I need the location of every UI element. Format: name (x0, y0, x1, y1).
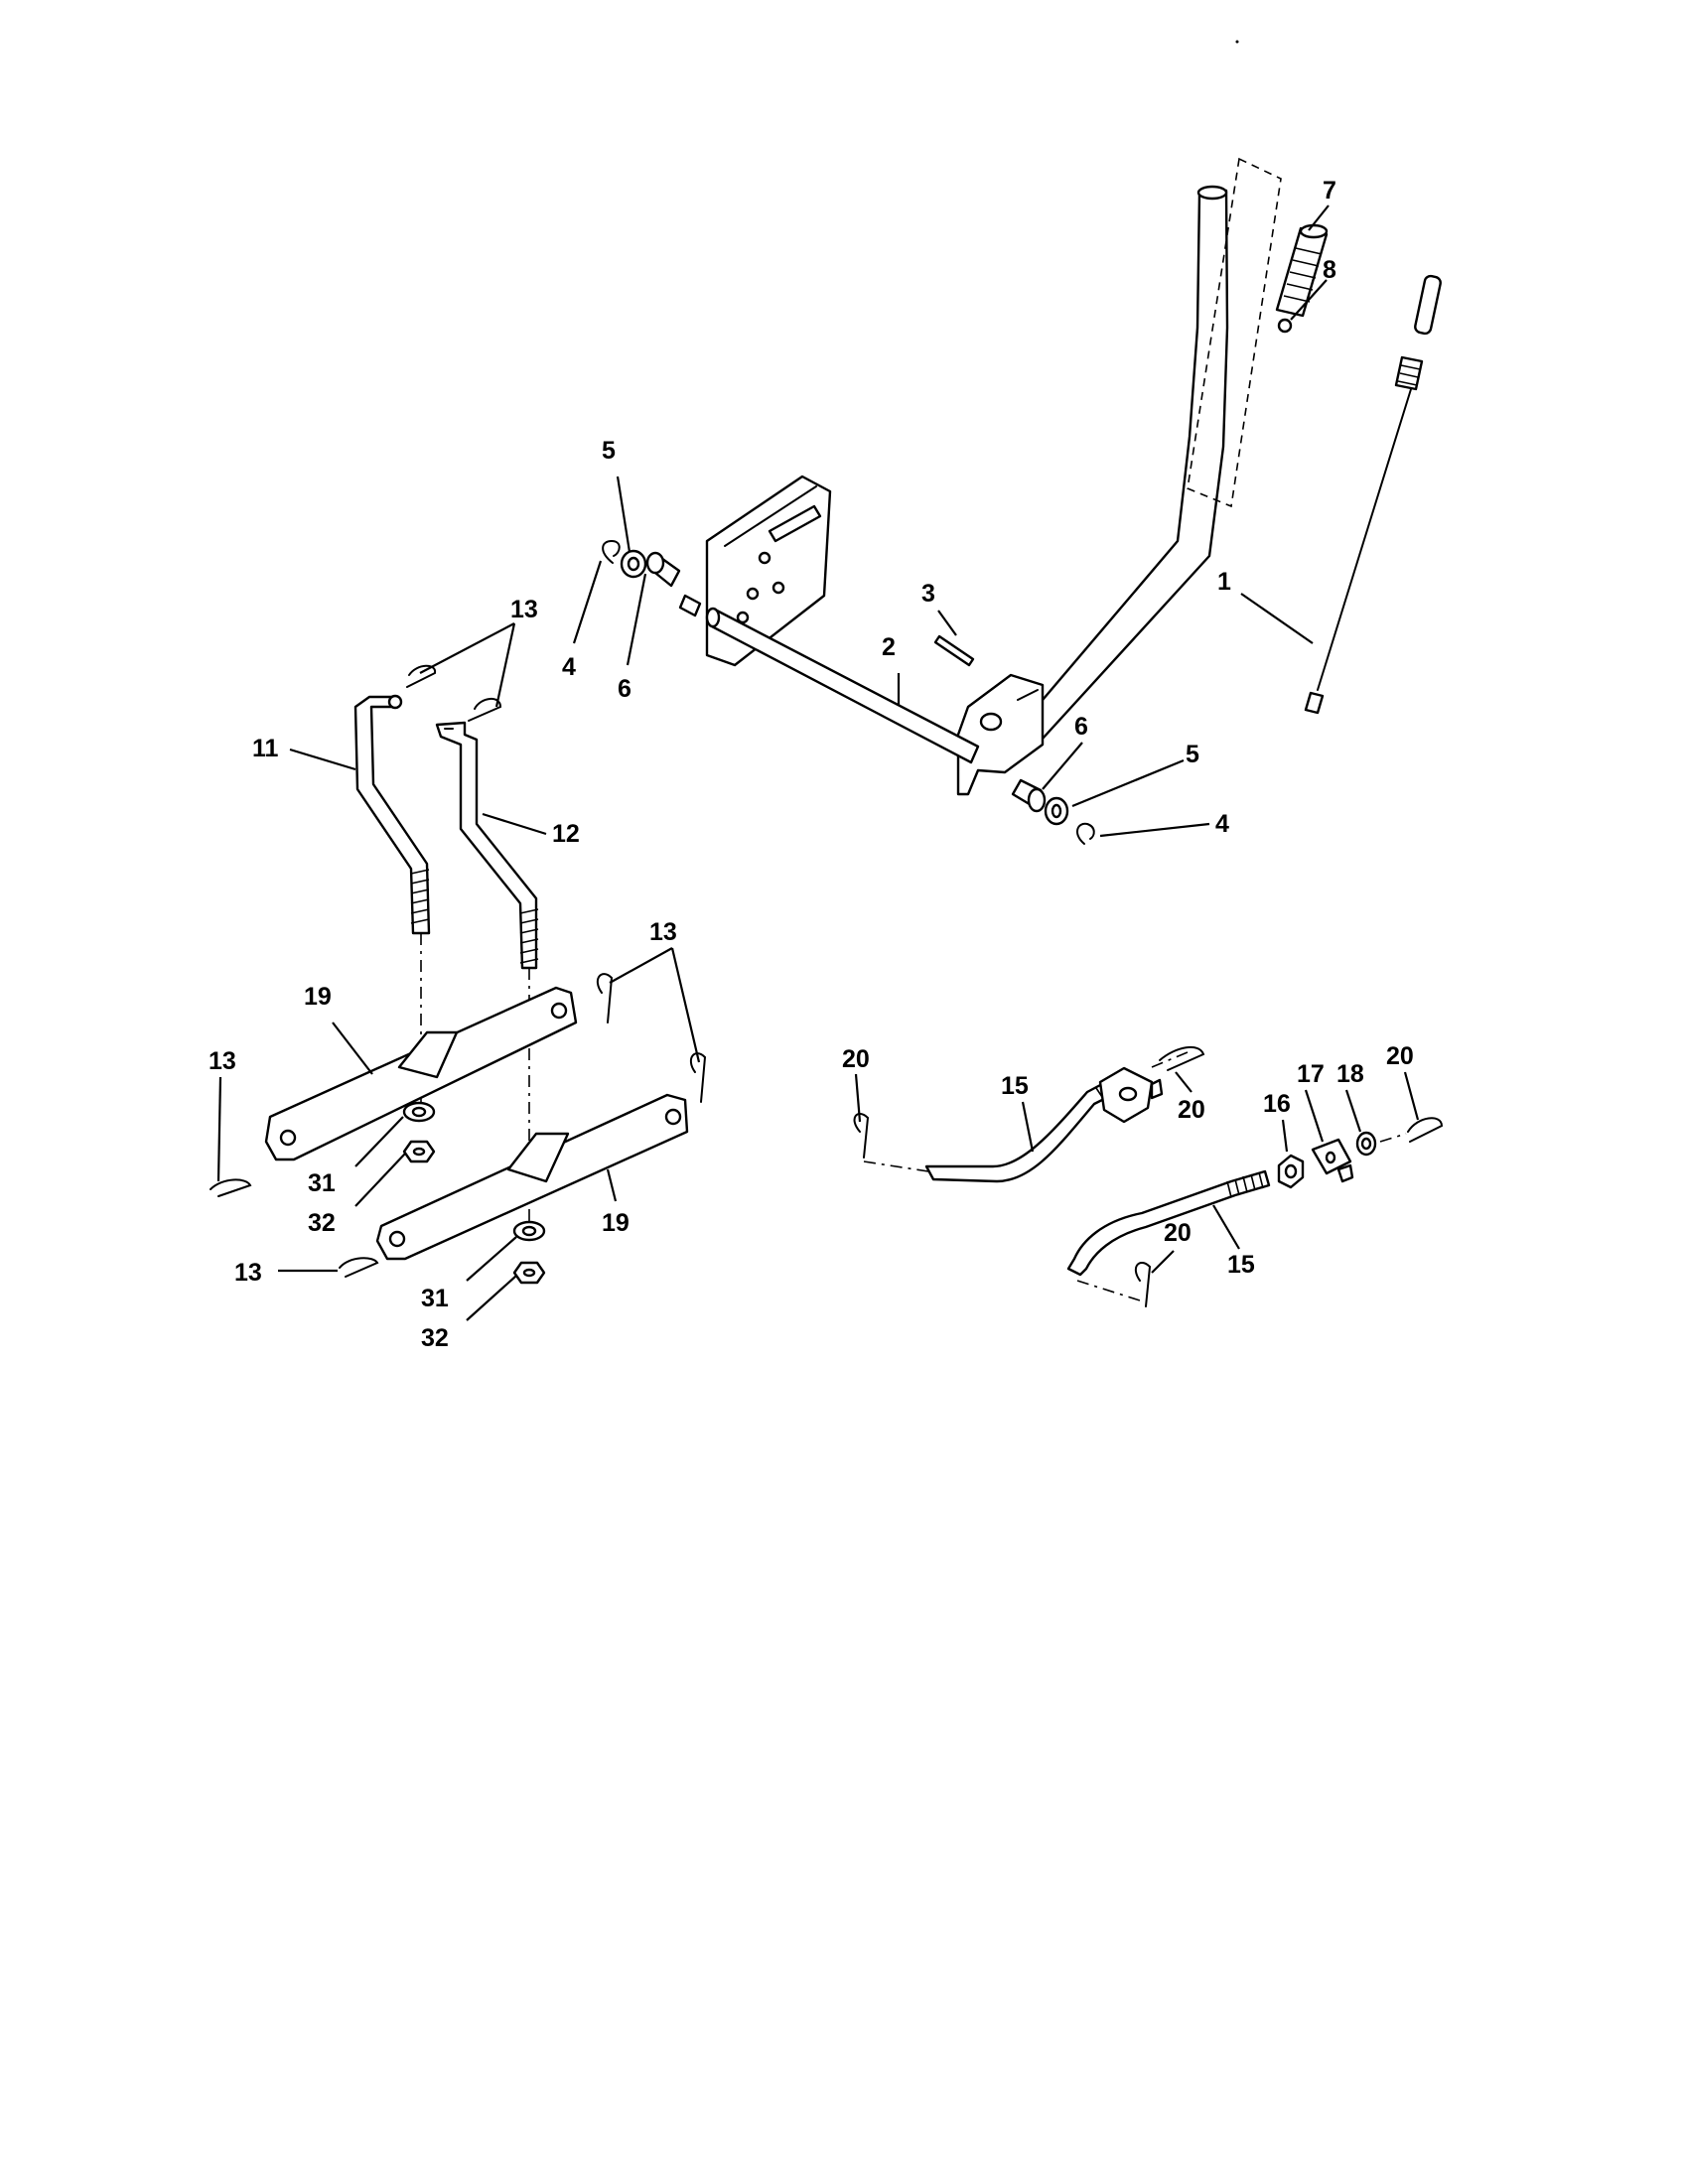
spacer-upper (402, 1101, 436, 1123)
callout-32: 32 (421, 1324, 449, 1352)
callout-6: 6 (618, 675, 632, 703)
callout-13: 13 (209, 1047, 236, 1075)
hairpin-clip-bottom (339, 1257, 379, 1278)
handle-grip (1275, 223, 1329, 318)
nut-upper (402, 1140, 436, 1163)
hairpin-clip-mid-a (596, 973, 614, 1024)
callout-12: 12 (552, 820, 580, 848)
grip-location-outline (1187, 157, 1282, 508)
lift-link-right (435, 721, 539, 970)
trunnion-washer (1355, 1131, 1377, 1157)
callout-13: 13 (510, 596, 538, 623)
callout-20: 20 (1164, 1219, 1192, 1247)
callout-2: 2 (882, 633, 896, 661)
hairpin-clip-rod-left (853, 1113, 870, 1159)
lift-handle (956, 185, 1229, 796)
hairpin-clip-mid-b (689, 1052, 707, 1103)
spacer-lower (512, 1220, 546, 1242)
callout-4: 4 (562, 653, 576, 681)
callout-32: 32 (308, 1209, 336, 1237)
callout-5: 5 (602, 437, 616, 465)
callout-19: 19 (304, 983, 332, 1011)
hairpin-clip-rod-bottom (1134, 1262, 1152, 1307)
hairpin-clip-rod-top (1159, 1045, 1205, 1071)
cross-shaft-assembly (678, 475, 980, 764)
washer-left (620, 549, 647, 579)
callout-17: 17 (1297, 1060, 1325, 1088)
stray-dot (1235, 40, 1239, 44)
callout-15: 15 (1001, 1072, 1029, 1100)
callout-11: 11 (252, 735, 279, 762)
callout-8: 8 (1323, 256, 1336, 284)
lift-link-left (353, 694, 431, 935)
leader-lines (216, 205, 1420, 1321)
bushing-left (645, 551, 681, 588)
callout-16: 16 (1263, 1090, 1291, 1118)
callout-31: 31 (421, 1285, 449, 1312)
callout-13: 13 (234, 1259, 262, 1287)
washer-right (1044, 796, 1069, 826)
retaining-clip-left (602, 539, 621, 564)
hairpin-clip-right (1407, 1117, 1444, 1143)
callout-3: 3 (921, 580, 935, 608)
callout-7: 7 (1323, 177, 1336, 205)
grip-ferrule (1277, 318, 1293, 334)
callout-4: 4 (1215, 810, 1229, 838)
callout-6: 6 (1074, 713, 1088, 741)
callout-19: 19 (602, 1209, 630, 1237)
callout-labels: 7 8 1 5 4 6 3 2 6 5 4 13 11 12 13 19 13 … (209, 177, 1414, 1352)
callout-31: 31 (308, 1169, 336, 1197)
callout-1: 1 (1217, 568, 1231, 596)
shaft-key (933, 634, 975, 667)
hairpin-clip-top-a (406, 664, 437, 688)
callout-20: 20 (1178, 1096, 1205, 1124)
lift-arm-lower (375, 1093, 689, 1261)
adjust-rod-lower (1066, 1169, 1271, 1277)
lift-arm-upper (264, 986, 578, 1161)
callout-13: 13 (649, 918, 677, 946)
callout-20: 20 (842, 1045, 870, 1073)
callout-20: 20 (1386, 1042, 1414, 1070)
callout-5: 5 (1186, 741, 1199, 768)
hairpin-clip-left (210, 1178, 252, 1197)
hairpin-clip-top-b (468, 698, 502, 722)
trunnion-block (1311, 1138, 1354, 1183)
bushing-right (1011, 778, 1047, 813)
lift-cable (1304, 274, 1442, 715)
nut-lower (512, 1261, 546, 1285)
callout-18: 18 (1336, 1060, 1364, 1088)
rod-clevis (1098, 1066, 1164, 1124)
retaining-clip-right (1076, 822, 1095, 845)
callout-15: 15 (1227, 1251, 1255, 1279)
adjust-nut (1277, 1154, 1305, 1189)
